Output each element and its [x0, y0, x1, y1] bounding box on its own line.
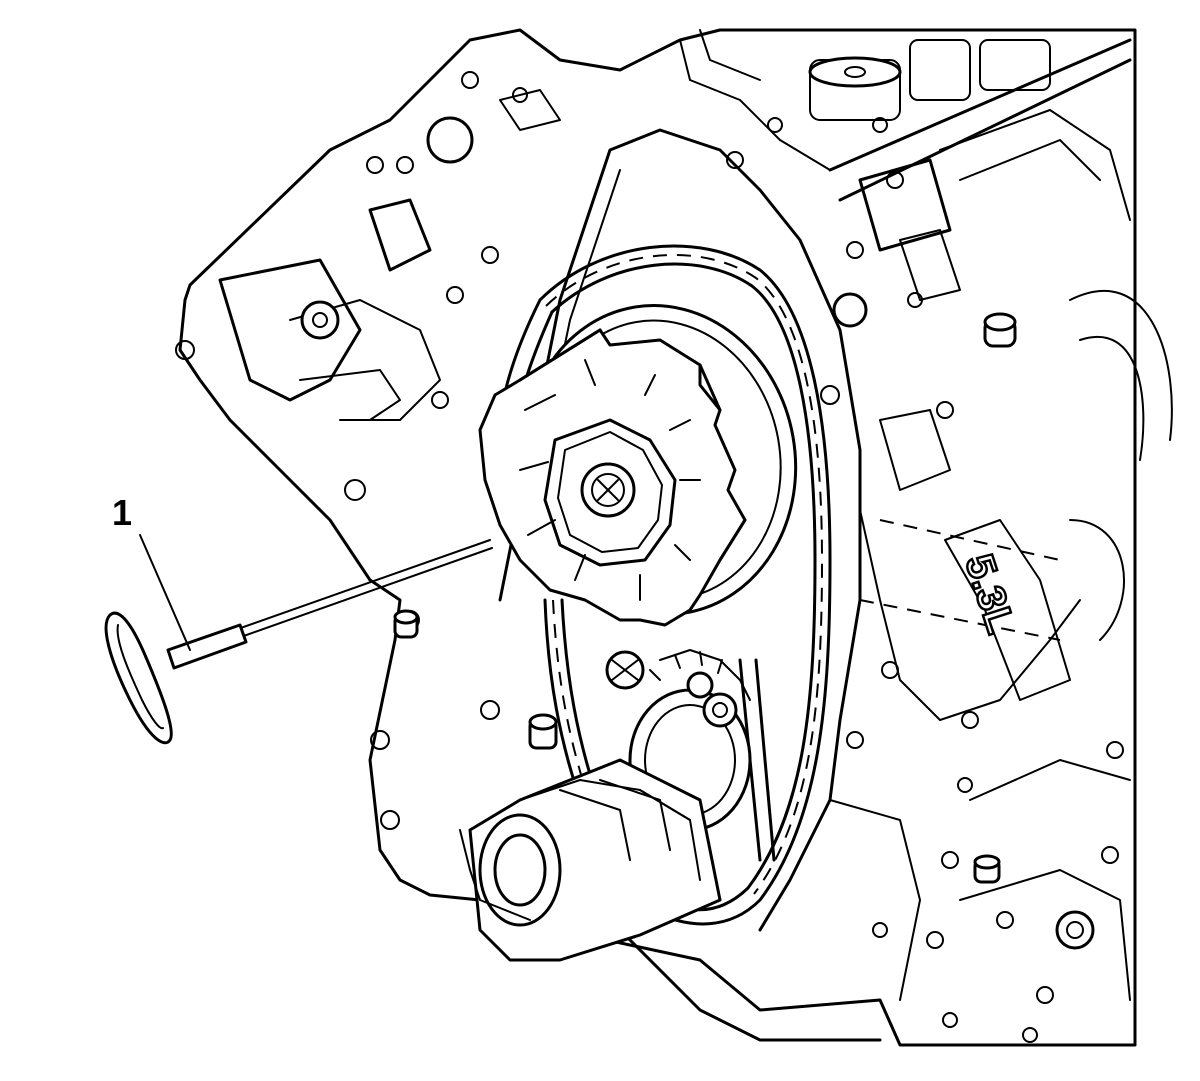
dowel-studs	[393, 312, 1017, 884]
t-handle-pin-tool	[104, 539, 493, 745]
crankshaft-nose	[459, 758, 722, 962]
callout-leader-line	[139, 534, 191, 651]
callout-label-1: 1	[112, 492, 132, 533]
callout-1: 1	[112, 492, 191, 651]
bolt-holes	[175, 71, 1124, 1043]
cam-reluctor-wheel	[478, 328, 747, 627]
